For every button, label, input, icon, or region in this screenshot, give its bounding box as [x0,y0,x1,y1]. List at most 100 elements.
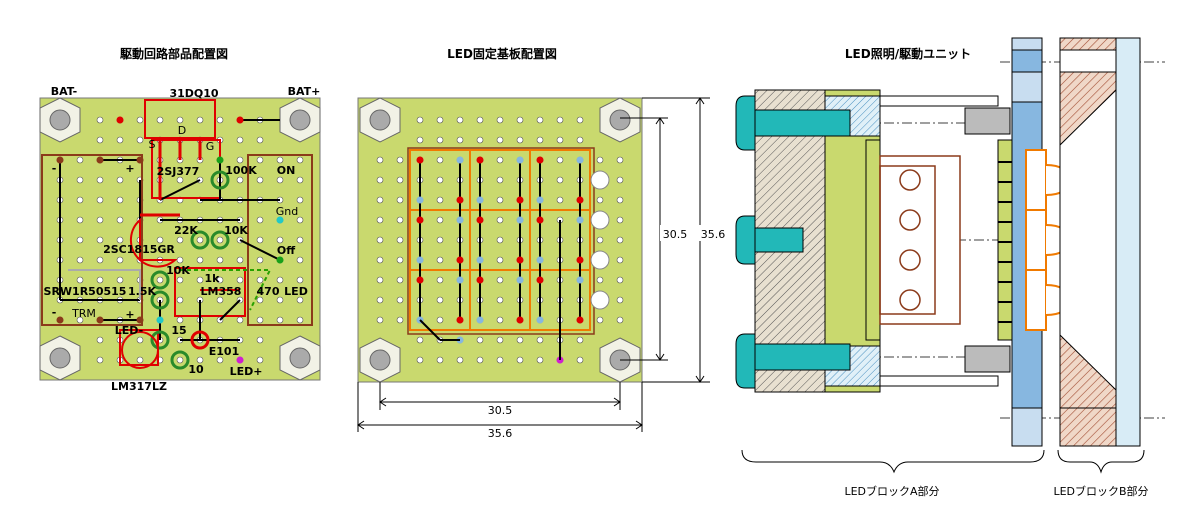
pcb-hole [96,336,104,344]
led-pad [516,196,524,204]
pcb-hole [436,156,444,164]
pcb-hole [396,236,404,244]
pcb-hole [376,256,384,264]
pcb-hole [216,276,224,284]
pcb-hole [256,236,264,244]
green-dashed-wire [180,269,272,311]
sw-contact [899,169,921,191]
led-pad [416,156,424,164]
pcb-hole [396,156,404,164]
led-jumper [419,319,441,341]
label-minus: - [52,306,57,319]
label-block-a: LEDブロックA部分 [844,484,939,498]
label-off: Off [277,244,295,257]
pcb-hole [136,336,144,344]
pcb-hole [396,296,404,304]
pcb-hole [616,236,624,244]
label-block-b: LEDブロックB部分 [1053,484,1148,498]
pcb-hole [116,196,124,204]
pcb-hole [496,296,504,304]
pcb-hole [236,176,244,184]
led-pcb-side [997,139,1013,341]
pcb-hole [256,276,264,284]
block-b-cap [1059,407,1117,447]
pcb-hole [76,316,84,324]
pcb-hole [496,116,504,124]
pad-red [236,116,244,124]
pad-brown [56,316,64,324]
transistor-outline [129,217,178,268]
diode-outline [144,99,216,139]
srw-module-outline [41,154,143,326]
pcb-hole [396,196,404,204]
pcb-hole [176,356,184,364]
pcb-hole [176,316,184,324]
pcb-hole [376,216,384,224]
mount-hole-tl [39,97,81,143]
pcb-hole [196,256,204,264]
led-pad [476,156,484,164]
pcb-hole [216,116,224,124]
pcb-hole [456,356,464,364]
pcb-hole [116,276,124,284]
pad-brown [136,316,144,324]
sw-body [879,155,961,325]
led-pad [476,216,484,224]
pcb-hole [176,276,184,284]
pcb-hole [556,116,564,124]
pcb-hole [96,356,104,364]
label-gnd: Gnd [276,205,298,218]
pcb-hole [256,316,264,324]
label-transistor: 2SC1815GR [103,243,175,256]
label-r100k: 100K [225,164,257,177]
pcb-hole [436,256,444,264]
pcb-hole [436,316,444,324]
pcb-hole [376,296,384,304]
sw-contact [899,209,921,231]
pcb-hole [576,136,584,144]
label-bat-minus: BAT- [51,85,78,98]
pad-brown [56,156,64,164]
dim-label-bg [699,225,727,241]
mount-hole-br [279,335,321,381]
pcb-hole [256,336,264,344]
pcb-hole [176,176,184,184]
led-pad [476,256,484,264]
led-pad [456,276,464,284]
pcb-hole [536,116,544,124]
led-board [357,97,643,383]
pcb-hole [436,116,444,124]
pcb-hole [436,136,444,144]
led-array-frame [407,147,595,335]
title-drive-layout: 駆動回路部品配置図 [120,46,228,61]
pcb-hole [276,296,284,304]
label-r10: 10 [188,363,204,376]
led-pad [536,316,544,324]
pcb-hole [616,296,624,304]
pcb-hole [156,116,164,124]
pcb-hole [476,116,484,124]
pcb-hole [296,296,304,304]
pcb-hole [496,156,504,164]
label-g: G [206,140,215,153]
pcb-hole [556,196,564,204]
pcb-hole [196,356,204,364]
brace-block-a [741,449,1045,474]
tube-a-cap [1011,407,1043,447]
pcb-hole [516,356,524,364]
label-led: LED [284,285,308,298]
pcb-hole [456,136,464,144]
pcb-hole [96,256,104,264]
pcb-hole [256,136,264,144]
pcb-hole [396,216,404,224]
pcb-hole [256,356,264,364]
tube-a-cap [1011,37,1043,51]
label-bat-plus: BAT+ [288,85,321,98]
pcb-hole [76,236,84,244]
pcb-hole [596,196,604,204]
pcb-hole [536,136,544,144]
led-cells [409,149,591,331]
pcb-hole [416,356,424,364]
led-lens [590,250,610,270]
